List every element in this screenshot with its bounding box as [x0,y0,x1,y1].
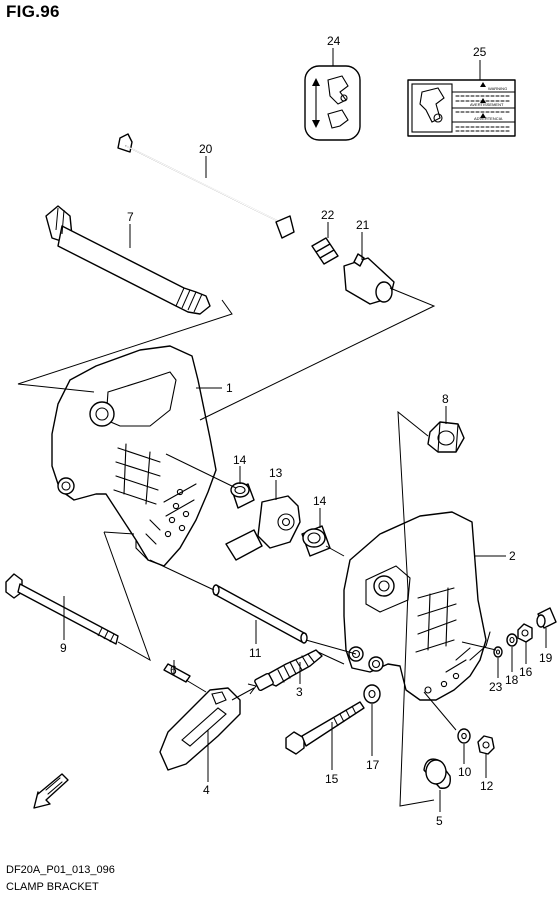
label-part-7: 7 [127,210,134,224]
label-part-24: 24 [327,34,341,48]
part-18-washer [506,633,518,647]
label-part-9: 9 [60,641,67,655]
part-5-cap [423,758,451,789]
label-part-12: 12 [480,779,494,793]
label-part-22: 22 [321,208,335,222]
label-part-15: 15 [325,772,339,786]
figure-title: FIG.96 [6,2,60,21]
label-part-13: 13 [269,466,283,480]
label-part-5: 5 [436,814,443,828]
part-15-bolt [285,701,365,755]
label-part-25: 25 [473,45,487,59]
part-3-spring [254,649,323,692]
part-6-pin [163,663,191,683]
label-part-14-b: 14 [313,494,327,508]
label-part-20: 20 [199,142,213,156]
part-22-spring [311,237,339,265]
part-23-washer [493,646,503,658]
label-part-18: 18 [505,673,519,687]
part-21-stopper [343,253,395,305]
label-part-21: 21 [356,218,370,232]
label-part-16: 16 [519,665,533,679]
part-9-bolt [5,573,119,645]
label-part-17: 17 [366,758,380,772]
part-labels: 24 25 20 7 22 21 1 8 14 13 14 2 19 16 18… [60,34,553,828]
figure-code: DF20A_P01_013_096 [6,864,115,876]
label-part-3: 3 [296,685,303,699]
part-1-clamp-bracket [51,345,217,567]
label-part-14-a: 14 [233,453,247,467]
part-19-cap [536,607,557,629]
fwd-arrow-icon [33,773,69,809]
part-14-bushing-a [230,482,255,509]
label-part-10: 10 [458,765,472,779]
label-part-11: 11 [249,646,262,660]
part-13-lever [225,495,301,561]
figure-caption: CLAMP BRACKET [6,881,99,893]
part-4-plate [159,687,241,771]
part-2-clamp-bracket [343,511,491,701]
part-16-nut [517,623,533,643]
part-10-washer [457,728,471,744]
part-12-nut [477,735,495,755]
label-part-23: 23 [489,680,503,694]
tilt-lock-icon [312,75,349,129]
part-11-shaft [212,584,308,644]
part-8-nut [427,421,465,453]
part-7-bolt [45,205,211,315]
label-part-2: 2 [509,549,516,563]
label-part-8: 8 [442,392,449,406]
part-17-washer [363,684,381,704]
decal-avertissement-text: AVERTISSEMENT [470,102,504,107]
decal-warning-text: WARNING [488,86,507,91]
label-part-4: 4 [203,783,210,797]
part-25-decal: WARNING AVERTISSEMENT ADVERTENCIA [407,79,516,137]
part-20-tilt-rod [117,133,295,239]
label-part-1: 1 [226,381,233,395]
label-part-6: 6 [170,663,177,677]
part-24-decal [304,65,361,141]
label-part-19: 19 [539,651,553,665]
decal-advertencia-text: ADVERTENCIA [474,116,503,121]
part-14-bushing-b [301,525,331,557]
leader-lines [17,48,547,812]
